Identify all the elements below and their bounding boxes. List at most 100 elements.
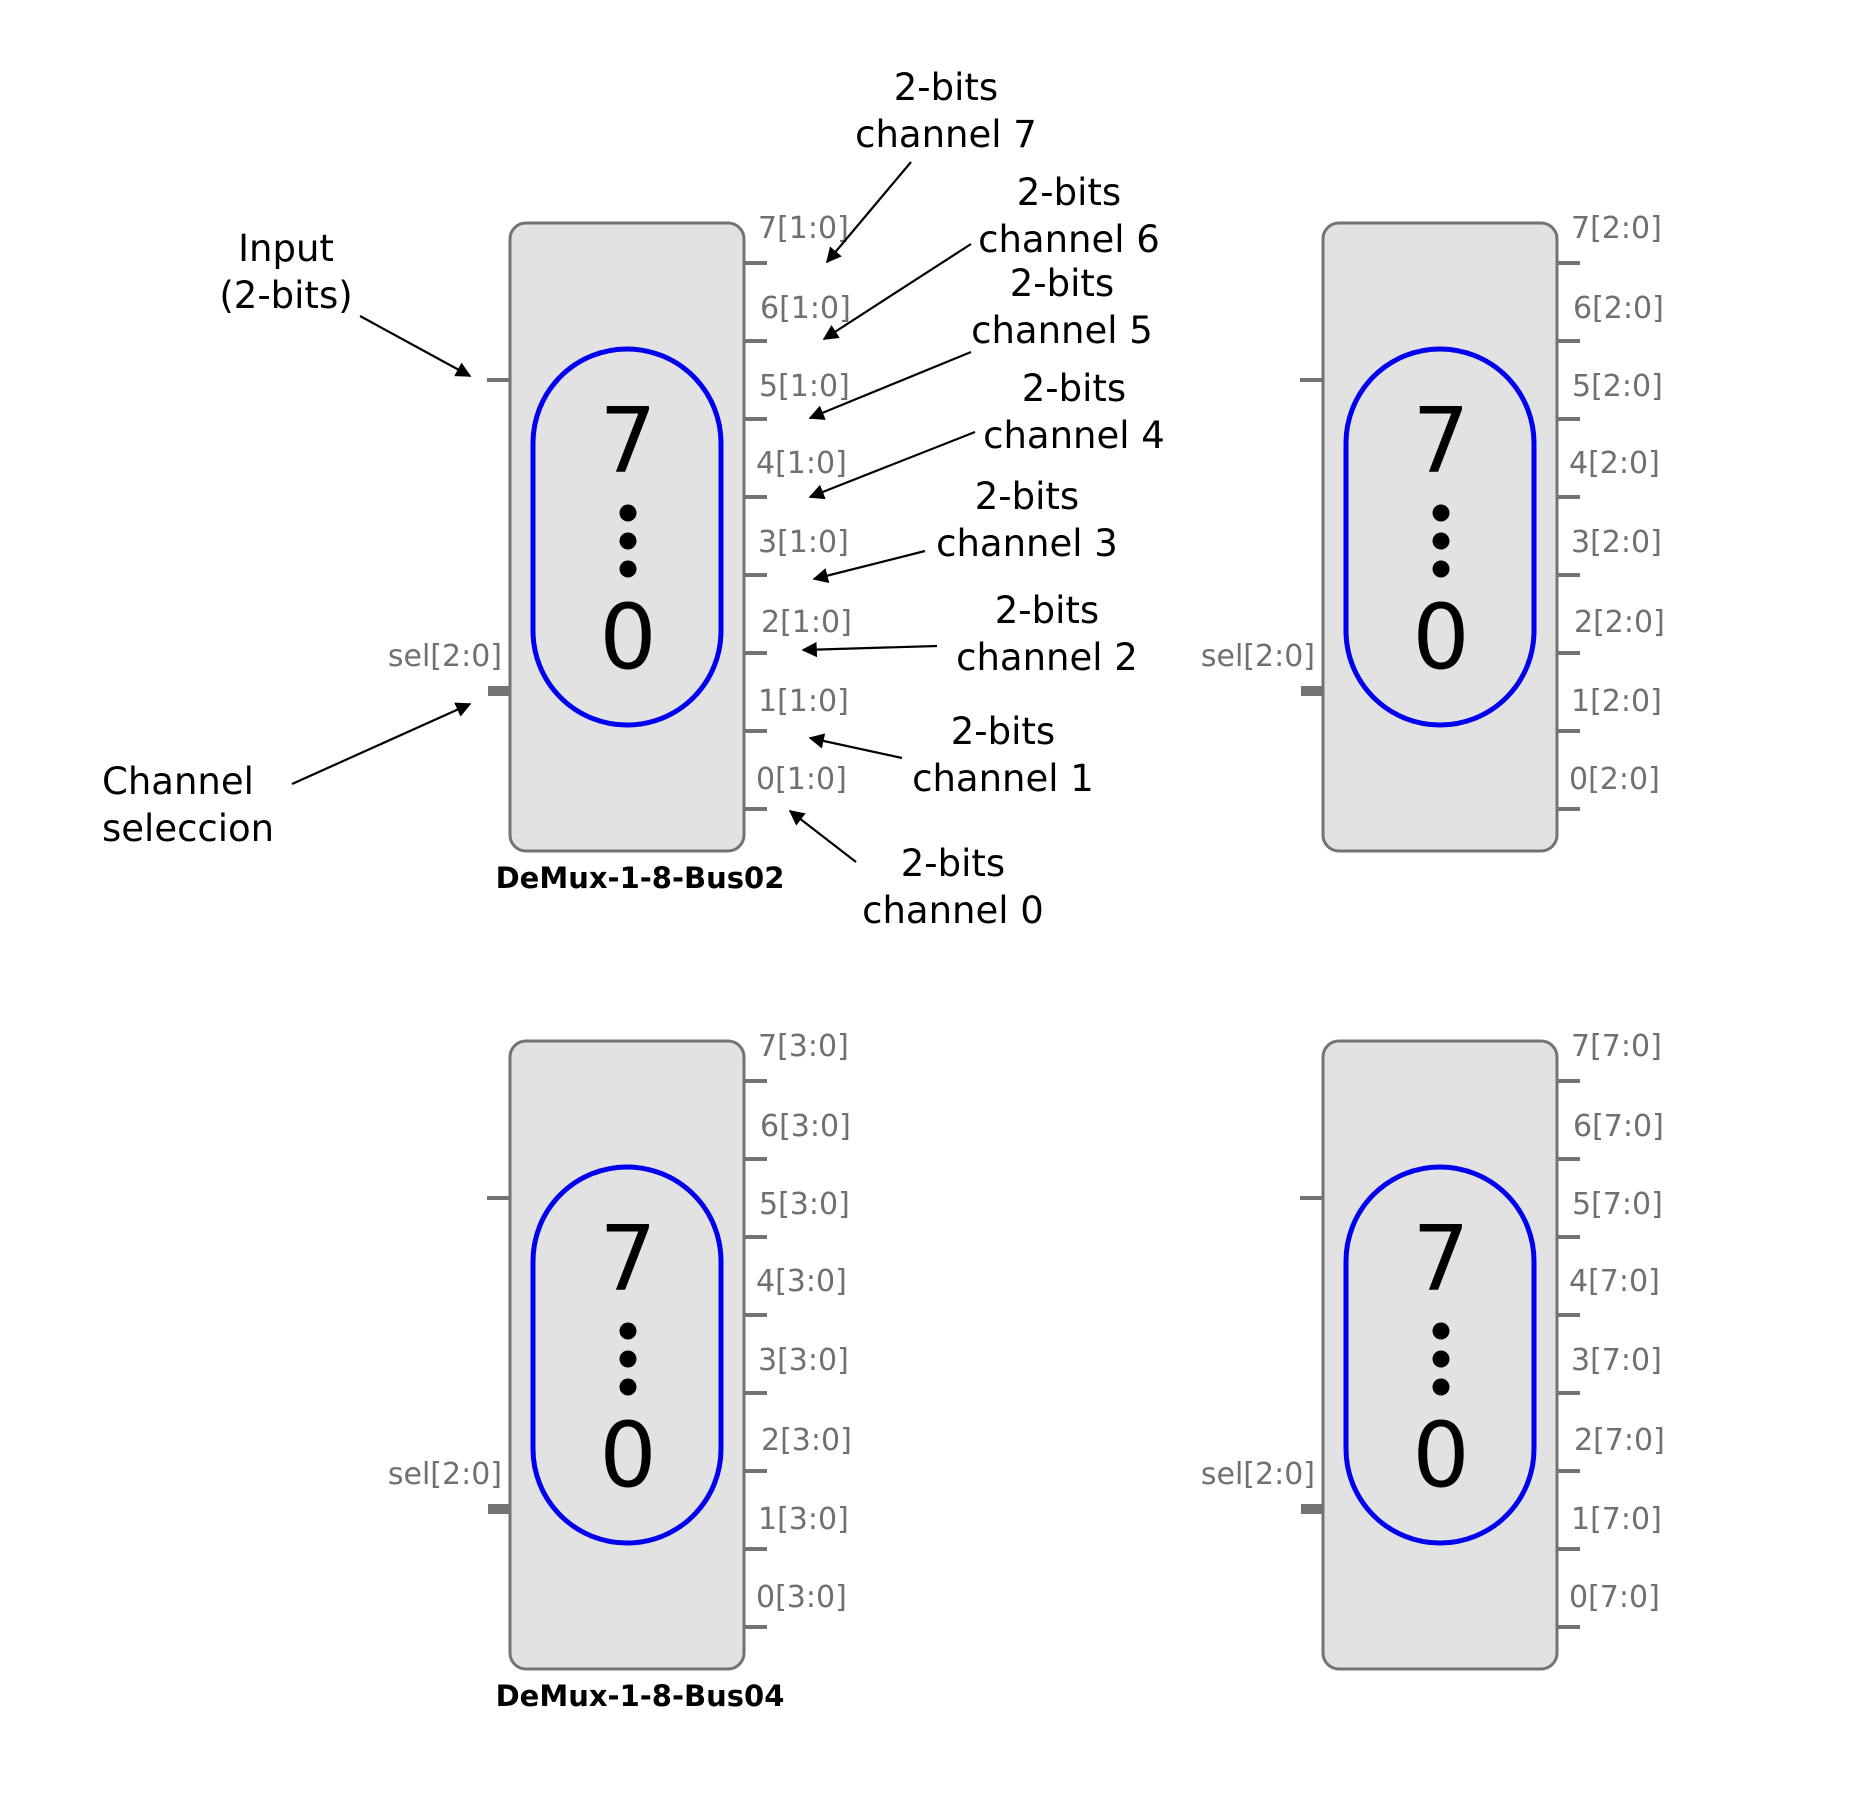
channel-annotation-line-2: channel 3 xyxy=(936,522,1118,565)
output-pin-label: 3[2:0] xyxy=(1571,525,1662,560)
channel-range-oval xyxy=(1343,1164,1537,1546)
output-pin-label: 2[2:0] xyxy=(1574,605,1665,640)
channel-annotation-line-1: 2-bits xyxy=(894,66,998,109)
output-pin-label: 5[7:0] xyxy=(1572,1187,1663,1222)
channel-range-oval xyxy=(1343,346,1537,728)
channel-annotation-line-1: 2-bits xyxy=(1022,367,1126,410)
output-pin-label: 4[3:0] xyxy=(756,1264,847,1299)
ellipsis-dot xyxy=(1432,1322,1450,1340)
selection-annotation-line-1: Channel xyxy=(102,760,254,803)
top-channel-digit: 7 xyxy=(599,1207,656,1312)
channel-arrow xyxy=(812,549,926,584)
channel-annotation-line-1: 2-bits xyxy=(951,710,1055,753)
output-pin-label: 5[2:0] xyxy=(1572,369,1663,404)
output-pin-label: 7[3:0] xyxy=(758,1029,849,1064)
channel-annotation-line-1: 2-bits xyxy=(901,842,1005,885)
output-pin-label: 5[3:0] xyxy=(759,1187,850,1222)
output-pin-label: 5[1:0] xyxy=(759,369,850,404)
output-pin-label: 1[7:0] xyxy=(1571,1502,1662,1537)
channel-annotation-line-2: channel 4 xyxy=(983,414,1165,457)
selection-arrow xyxy=(291,702,472,786)
ellipsis-dot xyxy=(619,1322,637,1340)
bottom-channel-digit: 0 xyxy=(599,1403,656,1508)
output-pin-label: 4[7:0] xyxy=(1569,1264,1660,1299)
select-pin-label: sel[2:0] xyxy=(1201,639,1315,674)
blocks-layer: 7 0 sel[2:0] 7[1:0] 6[1:0] 5[1:0] 4[1:0] 3[1:0]… xyxy=(388,211,1665,1713)
ellipsis-dot xyxy=(619,560,637,578)
output-pin-label: 7[1:0] xyxy=(758,211,849,246)
channel-annotation-line-1: 2-bits xyxy=(975,475,1079,518)
channel-arrow xyxy=(822,243,972,340)
output-pin-label: 0[2:0] xyxy=(1569,762,1660,797)
input-annotation: Input(2-bits) xyxy=(219,227,352,317)
ellipsis-dot xyxy=(1432,504,1450,522)
channel-arrow xyxy=(808,430,976,500)
select-pin-label: sel[2:0] xyxy=(388,1457,502,1492)
output-pin-label: 6[1:0] xyxy=(760,291,851,326)
ellipsis-dot xyxy=(619,1350,637,1368)
output-pin-label: 1[1:0] xyxy=(758,684,849,719)
output-pin-label: 0[1:0] xyxy=(756,762,847,797)
output-pin-label: 6[3:0] xyxy=(760,1109,851,1144)
top-channel-digit: 7 xyxy=(1412,1207,1469,1312)
output-pin-label: 6[2:0] xyxy=(1573,291,1664,326)
demux-block: 7 0 sel[2:0] 7[1:0] 6[1:0] 5[1:0] 4[1:0] 3[1:0]… xyxy=(388,211,852,895)
demux-block: 7 0 sel[2:0] 7[2:0] 6[2:0] 5[2:0] 4[2:0] 3[2:0]… xyxy=(1201,211,1665,853)
ellipsis-dot xyxy=(1432,1378,1450,1396)
top-channel-digit: 7 xyxy=(599,389,656,494)
output-pin-label: 4[1:0] xyxy=(756,446,847,481)
channel-annotation-line-2: channel 6 xyxy=(978,218,1160,261)
output-pin-label: 7[7:0] xyxy=(1571,1029,1662,1064)
channel-annotation-line-2: channel 7 xyxy=(855,113,1037,156)
top-channel-digit: 7 xyxy=(1412,389,1469,494)
block-title: DeMux-1-8-Bus02 xyxy=(496,861,785,895)
ellipsis-dot xyxy=(619,1378,637,1396)
ellipsis-dot xyxy=(1432,532,1450,550)
output-pin-label: 1[3:0] xyxy=(758,1502,849,1537)
channel-annotation-line-2: channel 2 xyxy=(956,636,1138,679)
bottom-channel-digit: 0 xyxy=(599,585,656,690)
block-title: DeMux-1-8-Bus04 xyxy=(496,1679,785,1713)
channel-arrow xyxy=(808,733,903,760)
output-pin-label: 2[1:0] xyxy=(761,605,852,640)
channel-arrow xyxy=(801,641,938,658)
output-pin-label: 0[3:0] xyxy=(756,1580,847,1615)
channel-arrow xyxy=(826,161,912,264)
ellipsis-dot xyxy=(1432,560,1450,578)
output-pin-label: 0[7:0] xyxy=(1569,1580,1660,1615)
select-pin-label: sel[2:0] xyxy=(388,639,502,674)
channel-annotation-line-2: channel 1 xyxy=(912,757,1094,800)
output-pin-label: 4[2:0] xyxy=(1569,446,1660,481)
demux-block: 7 0 sel[2:0] 7[3:0] 6[3:0] 5[3:0] 4[3:0] 3[3:0]… xyxy=(388,1029,852,1713)
output-pin-label: 3[3:0] xyxy=(758,1343,849,1378)
bottom-channel-digit: 0 xyxy=(1412,585,1469,690)
bottom-channel-digit: 0 xyxy=(1412,1403,1469,1508)
input-arrow xyxy=(359,315,472,377)
input-annotation-line-1: Input xyxy=(238,227,334,270)
channel-range-oval xyxy=(530,346,724,728)
channel-arrow xyxy=(788,810,857,863)
output-pin-label: 1[2:0] xyxy=(1571,684,1662,719)
output-pin-label: 7[2:0] xyxy=(1571,211,1662,246)
select-pin-label: sel[2:0] xyxy=(1201,1457,1315,1492)
channel-annotation-line-2: channel 5 xyxy=(971,309,1153,352)
demux-block: 70sel[2:0]7[7:0]6[7:0]5[7:0]4[7:0]3[7:0]… xyxy=(1201,1029,1665,1671)
selection-annotation-line-2: seleccion xyxy=(102,807,274,850)
ellipsis-dot xyxy=(1432,1350,1450,1368)
channel-annotation-line-1: 2-bits xyxy=(1010,262,1114,305)
ellipsis-dot xyxy=(619,532,637,550)
channel-annotation-line-2: channel 0 xyxy=(862,889,1044,932)
channel-arrow xyxy=(808,350,972,420)
output-pin-label: 3[1:0] xyxy=(758,525,849,560)
